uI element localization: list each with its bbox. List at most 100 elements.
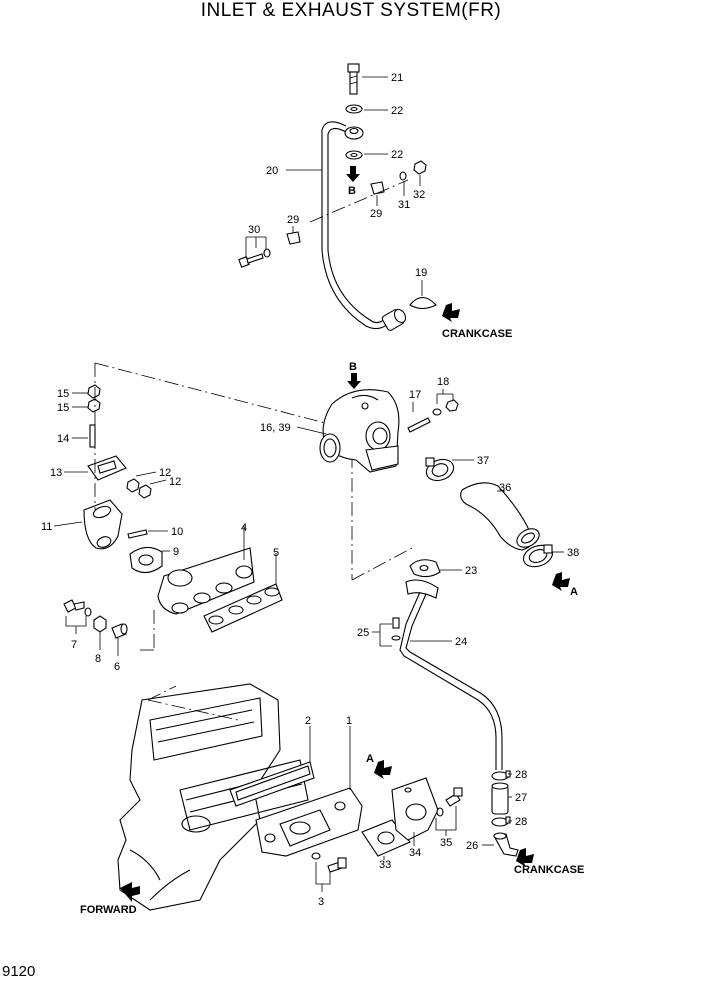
callout-29-upper: 29 [370,208,382,220]
washer-22-top-icon[interactable] [345,104,363,114]
callout-23: 23 [465,565,477,577]
forward-arrow-icon [120,882,140,902]
view-b-arrow-top-icon [346,166,360,182]
stud-14-icon[interactable] [89,424,96,448]
bolt-35-icon[interactable] [436,787,463,817]
housing-34-icon[interactable] [391,777,439,841]
gasket-13-icon[interactable] [87,455,127,481]
view-a-arrow-right-icon [552,572,570,591]
callout-32: 32 [413,189,425,201]
bolt-3-icon[interactable] [311,852,347,873]
callout-26: 26 [466,840,478,852]
callout-27: 27 [515,792,527,804]
turbocharger-16-icon[interactable] [319,389,400,473]
callout-24: 24 [455,636,467,648]
callout-28-upper: 28 [515,769,527,781]
crankcase-arrow-bottom-icon [516,848,534,867]
nut-8-icon[interactable] [93,615,107,633]
clip-29-lower-icon[interactable] [286,231,301,245]
washer-22-bottom-icon[interactable] [345,150,363,160]
callout-38: 38 [567,547,579,559]
callout-15-lower: 15 [57,402,69,414]
callout-31: 31 [398,199,410,211]
oil-return-pipe-20[interactable] [321,121,408,332]
stud-10-icon[interactable] [127,529,148,539]
callout-7: 7 [71,639,77,651]
bolt-7-icon[interactable] [63,599,92,617]
hose-36-icon[interactable] [460,482,543,551]
gasket-5-icon[interactable] [203,583,283,633]
stud-17-icon[interactable] [407,417,431,433]
crankcase-label-top: CRANKCASE [442,328,512,340]
callout-19: 19 [415,267,427,279]
page-number: 9120 [2,963,36,980]
nut-12-upper-icon[interactable] [126,478,140,493]
callout-18: 18 [437,376,449,388]
gasket-23-icon[interactable] [409,559,441,578]
washer-nut-18-icon[interactable] [432,399,459,416]
crankcase-arrow-top-icon [442,303,460,322]
exhaust-manifold-4-icon[interactable] [157,547,255,615]
callout-22-top: 22 [391,105,403,117]
view-a-label-right: A [570,586,578,598]
clip-29-upper-icon[interactable] [370,181,385,195]
forward-label: FORWARD [80,904,137,916]
nut-12-lower-icon[interactable] [138,484,152,499]
callout-25: 25 [357,627,369,639]
page-title: INLET & EXHAUST SYSTEM(FR) [200,0,502,21]
callout-11: 11 [41,521,52,533]
crankcase-label-bottom: CRANKCASE [514,864,584,876]
engine-block-icon [117,683,309,911]
elbow-26-icon[interactable] [493,832,519,857]
gasket-9-icon[interactable] [129,546,163,574]
bolt-21-icon[interactable] [347,63,360,95]
callout-8: 8 [95,653,101,665]
view-a-arrow-left-icon [374,760,392,779]
callout-3: 3 [318,896,324,908]
callout-2: 2 [305,715,311,727]
callout-35: 35 [440,837,452,849]
view-a-label-left: A [366,753,374,765]
callout-37: 37 [477,455,489,467]
callout-4: 4 [241,522,247,534]
callout-20: 20 [266,165,278,177]
nut-15-lower-icon[interactable] [87,398,101,413]
callout-33: 33 [379,859,391,871]
elbow-11-icon[interactable] [83,499,123,550]
callout-12-lower: 12 [169,476,181,488]
clamp-37-icon[interactable] [423,456,456,484]
callout-30: 30 [248,224,260,236]
callout-29-lower: 29 [287,214,299,226]
callout-1: 1 [346,715,352,727]
nut-15-upper-icon[interactable] [87,384,101,399]
callout-16-39: 16, 39 [260,422,291,434]
sleeve-6-icon[interactable] [111,623,128,639]
view-b-label-top: B [348,185,356,197]
eye-fitting-icon [344,126,364,140]
view-b-arrow-mid-icon [347,373,361,389]
callout-14: 14 [57,433,69,445]
bolt-30-icon[interactable] [238,248,271,268]
gasket-2-icon[interactable] [229,761,315,807]
callout-9: 9 [173,546,179,558]
bolt-25-icon[interactable] [391,617,401,641]
callout-13: 13 [50,467,62,479]
callout-22-bottom: 22 [391,149,403,161]
callout-21: 21 [391,72,403,84]
washer-31-icon[interactable] [399,171,407,181]
callout-10: 10 [171,526,183,538]
nut-32-icon[interactable] [413,160,427,175]
callout-34: 34 [409,847,421,859]
clamp-28-lower-icon[interactable] [491,816,511,827]
hose-27-icon[interactable] [491,782,509,815]
callout-12-upper: 12 [159,467,171,479]
callout-6: 6 [114,661,120,673]
intake-manifold-1-icon[interactable] [255,787,363,857]
oil-pipe-24[interactable] [399,579,503,770]
clamp-28-upper-icon[interactable] [491,770,511,781]
view-b-label-mid: B [349,361,357,373]
gasket-19-icon[interactable] [409,296,437,310]
clamp-38-icon[interactable] [520,541,555,570]
callout-15-upper: 15 [57,388,69,400]
